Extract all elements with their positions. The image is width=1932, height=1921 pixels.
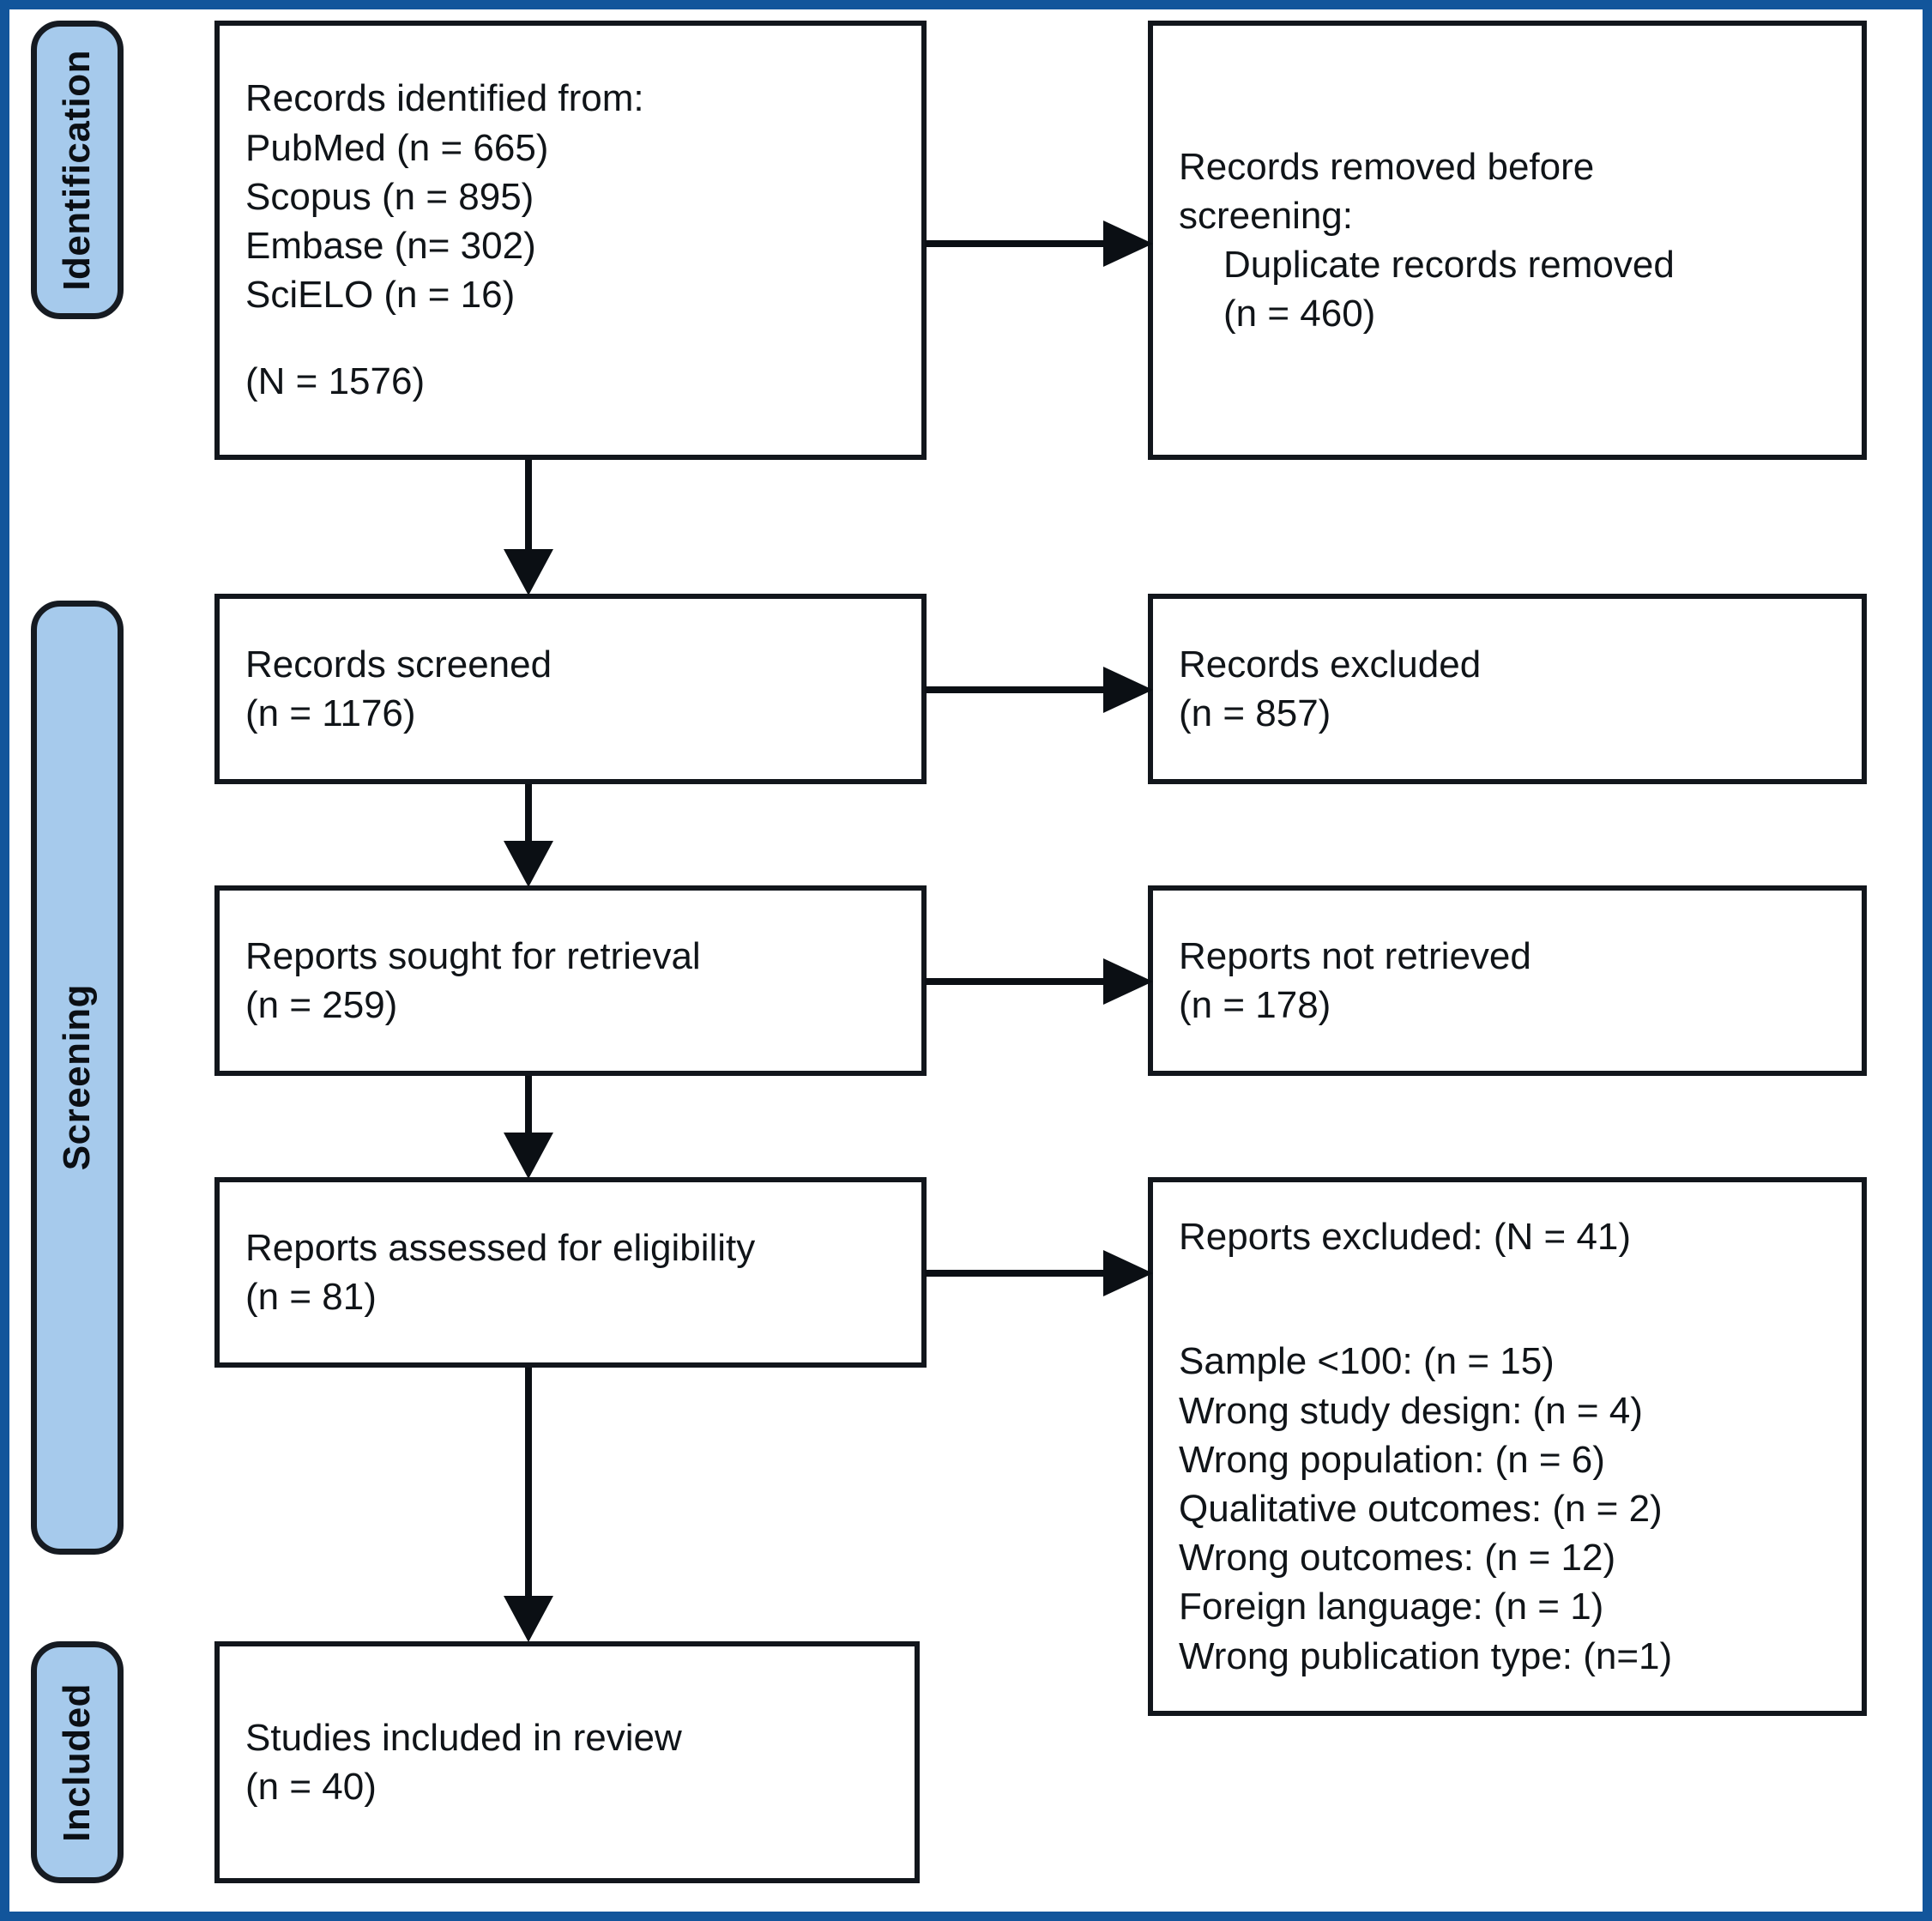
records-removed-subtitle-colon: : [1342, 194, 1354, 237]
reports-assessed-label: Reports assessed for eligibility [245, 1226, 756, 1269]
exclusion-reason-sample: Sample <100: (n = 15) [1179, 1340, 1555, 1383]
stage-label-screening-text: Screening [56, 984, 98, 1171]
records-removed-title: Records removed before [1179, 142, 1836, 191]
stage-label-screening: Screening [31, 601, 124, 1555]
source-scielo: SciELO (n = 16) [245, 274, 516, 317]
reports-not-retrieved-label: Reports not retrieved [1179, 934, 1531, 977]
box-reports-not-retrieved: Reports not retrieved (n = 178) [1148, 885, 1867, 1076]
spacer [245, 319, 896, 357]
arrow-sought-to-not-retrieved [925, 947, 1155, 1016]
exclusion-reason-language: Foreign language: (n = 1) [1179, 1586, 1604, 1628]
exclusion-reason-qualitative: Qualitative outcomes: (n = 2) [1179, 1488, 1663, 1530]
reports-not-retrieved-count: (n = 178) [1179, 984, 1331, 1026]
box-studies-included: Studies included in review (n = 40) [214, 1641, 920, 1883]
box-reports-assessed: Reports assessed for eligibility (n = 81… [214, 1177, 927, 1368]
records-identified-title: Records identified from: [245, 77, 644, 120]
arrow-assessed-to-reports-excluded [925, 1239, 1155, 1308]
spacer [1179, 1299, 1836, 1337]
reports-assessed-count: (n = 81) [245, 1276, 377, 1318]
arrow-identified-to-screened [480, 460, 583, 597]
records-screened-count: (n = 1176) [245, 692, 416, 734]
source-embase: Embase (n= 302) [245, 225, 536, 267]
box-records-identified: Records identified from: PubMed (n = 665… [214, 21, 927, 460]
exclusion-reason-outcomes: Wrong outcomes: (n = 12) [1179, 1537, 1616, 1580]
studies-included-count: (n = 40) [245, 1766, 377, 1808]
stage-label-identification-text: Identification [56, 49, 98, 291]
box-records-excluded: Records excluded (n = 857) [1148, 594, 1867, 784]
box-records-removed: Records removed before screening: Duplic… [1148, 21, 1867, 460]
arrow-identified-to-removed [925, 209, 1155, 278]
stage-label-included-text: Included [56, 1682, 98, 1842]
stage-label-included: Included [31, 1641, 124, 1883]
arrow-assessed-to-included [480, 1368, 583, 1644]
records-screened-label: Records screened [245, 643, 552, 686]
exclusion-reason-population: Wrong population: (n = 6) [1179, 1438, 1605, 1481]
reports-excluded-header: Reports excluded: (N = 41) [1179, 1216, 1632, 1259]
reports-sought-label: Reports sought for retrieval [245, 934, 701, 977]
exclusion-reason-publication-type: Wrong publication type: (n=1) [1179, 1634, 1673, 1677]
source-scopus: Scopus (n = 895) [245, 175, 534, 218]
stage-label-identification: Identification [31, 21, 124, 319]
records-excluded-count: (n = 857) [1179, 692, 1331, 734]
records-removed-subtitle: screening: [1179, 191, 1836, 240]
box-reports-excluded-reasons: Reports excluded: (N = 41) Sample <100: … [1148, 1177, 1867, 1716]
duplicate-records-removed-label: Duplicate records removed [1223, 244, 1675, 286]
reports-sought-count: (n = 259) [245, 984, 398, 1026]
arrow-sought-to-assessed [480, 1076, 583, 1181]
duplicate-records-removed-count: (n = 460) [1223, 293, 1376, 335]
records-removed-subtitle-italic: screening [1179, 194, 1343, 237]
records-excluded-label: Records excluded [1179, 643, 1482, 686]
arrow-screened-to-excluded [925, 655, 1155, 724]
studies-included-label: Studies included in review [245, 1716, 682, 1759]
box-records-screened: Records screened (n = 1176) [214, 594, 927, 784]
records-removed-title-a: Records removed [1179, 145, 1488, 188]
arrow-screened-to-sought [480, 784, 583, 889]
box-reports-sought: Reports sought for retrieval (n = 259) [214, 885, 927, 1076]
records-removed-title-italic: before [1487, 145, 1595, 188]
records-identified-total: (N = 1576) [245, 360, 426, 403]
source-pubmed: PubMed (n = 665) [245, 126, 549, 169]
spacer [1179, 1261, 1836, 1299]
exclusion-reason-study-design: Wrong study design: (n = 4) [1179, 1389, 1643, 1432]
